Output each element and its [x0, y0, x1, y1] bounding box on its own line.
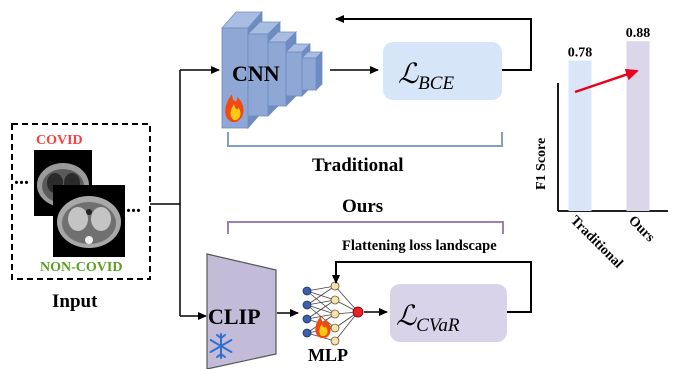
mlp-label: MLP: [308, 345, 348, 365]
cvar-feedback-arrow: [332, 261, 532, 313]
clip-block: CLIP: [206, 253, 277, 369]
svg-text:ℒBCE: ℒBCE: [398, 59, 454, 94]
traditional-label: Traditional: [312, 155, 404, 176]
clip-label: CLIP: [208, 304, 261, 329]
ct-scan-image-front: [53, 185, 125, 257]
snowflake-icon: [209, 333, 233, 359]
data-label-traditional: 0.78: [568, 45, 593, 60]
input-panel: COVID ... ... NON-COVID Input: [11, 123, 151, 312]
loss-cvar-box: ℒCVaR: [390, 284, 507, 342]
fire-icon: [225, 94, 244, 122]
dots-left: ...: [14, 167, 29, 189]
loss-cvar-subscript: CVaR: [416, 315, 460, 336]
loss-cvar-symbol: ℒ: [396, 301, 417, 332]
flattening-label: Flattening loss landscape: [342, 238, 497, 254]
ours-brace: [227, 221, 504, 234]
non-covid-label: NON-COVID: [40, 260, 122, 275]
dots-right: ...: [126, 195, 141, 217]
loss-bce-subscript: BCE: [418, 73, 454, 94]
data-label-ours: 0.88: [626, 26, 651, 41]
bar-traditional: [568, 60, 592, 212]
branch-connectors: [150, 66, 220, 320]
covid-label: COVID: [36, 133, 83, 148]
fire-icon: [315, 316, 331, 338]
cnn-label: CNN: [232, 61, 280, 86]
traditional-brace: [227, 132, 503, 147]
trend-arrow: [574, 68, 639, 94]
input-dashed-box: [11, 123, 151, 280]
tick-label-ours: Ours: [625, 213, 657, 245]
bce-feedback-arrow: [335, 15, 532, 71]
bar-ours: [626, 41, 650, 211]
input-title: Input: [52, 291, 98, 312]
loss-bce-symbol: ℒ: [398, 59, 419, 90]
ours-label: Ours: [342, 196, 383, 217]
mlp-network: MLP: [302, 281, 364, 365]
cnn-block: CNN: [221, 10, 323, 130]
y-axis-label: F1 Score: [534, 138, 549, 190]
svg-text:ℒCVaR: ℒCVaR: [396, 301, 460, 336]
tick-label-traditional: Traditional: [567, 213, 625, 271]
loss-bce-box: ℒBCE: [383, 42, 502, 100]
